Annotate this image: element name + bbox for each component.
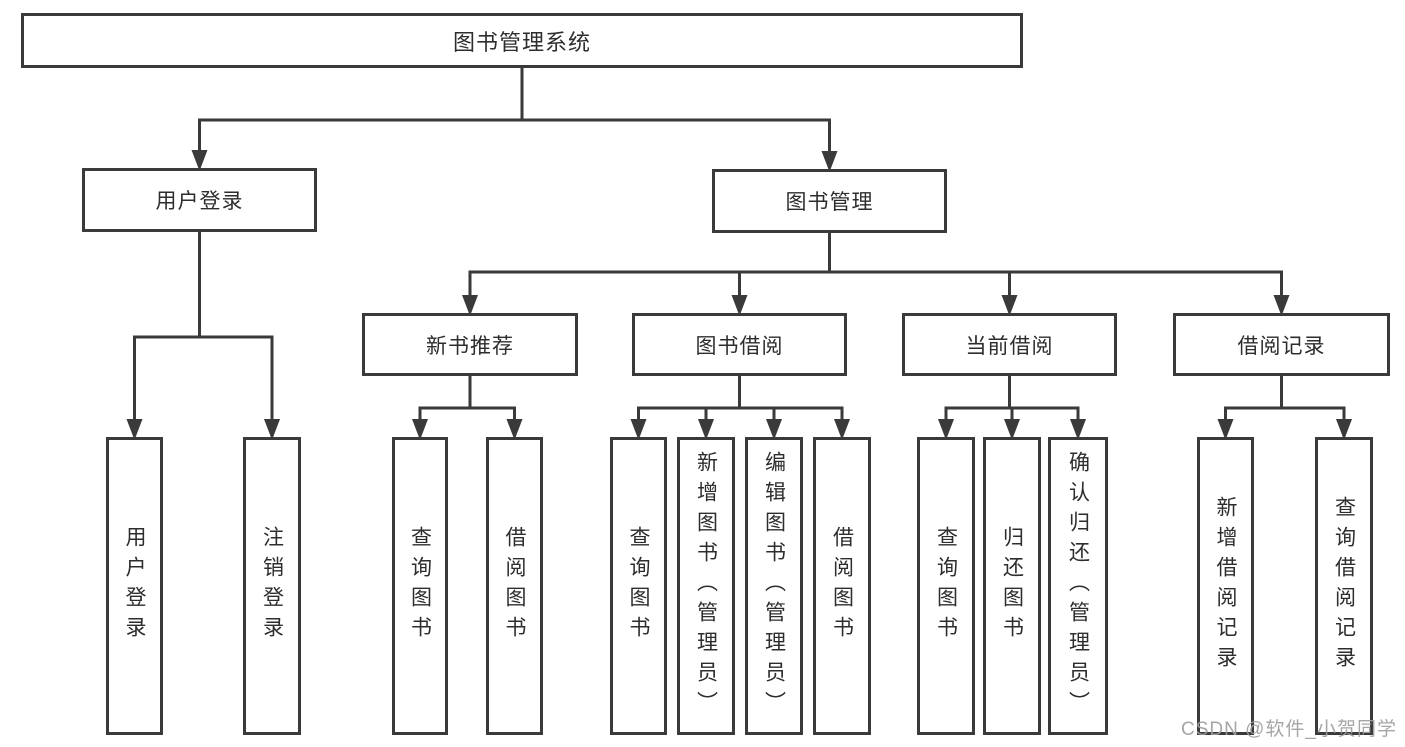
arrowhead-icon [126,419,143,440]
node-do-user-login: 用户登录 [106,437,163,735]
node-user-login: 用户登录 [82,168,317,232]
arrowhead-icon [834,419,850,440]
node-logout: 注销登录 [243,437,301,735]
node-new-book-recommend: 新书推荐 [362,313,578,376]
arrowhead-icon [1070,419,1086,440]
arrowhead-icon [698,419,714,440]
arrowhead-icon [630,419,647,440]
arrowhead-icon [938,419,954,440]
node-current-borrowing: 当前借阅 [902,313,1117,376]
node-query-books-current: 查询图书 [917,437,975,735]
node-root: 图书管理系统 [21,13,1023,68]
node-query-books-borrow: 查询图书 [610,437,667,735]
arrowhead-icon [1004,419,1020,440]
node-borrow-books: 借阅图书 [813,437,871,735]
node-add-borrow-record: 新增借阅记录 [1197,437,1254,735]
arrowhead-icon [1001,295,1018,316]
node-query-books-recommend: 查询图书 [392,437,448,735]
node-query-borrow-record: 查询借阅记录 [1315,437,1373,735]
node-add-books-admin: 新增图书（管理员） [677,437,735,735]
arrowhead-icon [462,295,478,316]
node-return-books: 归还图书 [983,437,1041,735]
arrowhead-icon [821,151,838,172]
node-edit-books-admin: 编辑图书（管理员） [745,437,803,735]
arrowhead-icon [1336,419,1352,440]
node-book-borrowing: 图书借阅 [632,313,847,376]
arrowhead-icon [731,295,748,316]
node-borrow-records: 借阅记录 [1173,313,1390,376]
node-confirm-return-admin: 确认归还（管理员） [1048,437,1108,735]
arrowhead-icon [1273,295,1290,316]
node-borrow-books-recommend: 借阅图书 [486,437,543,735]
arrowhead-icon [264,419,280,440]
arrowhead-icon [506,419,523,440]
node-book-management: 图书管理 [712,169,947,233]
arrowhead-icon [412,419,428,440]
arrowhead-icon [191,150,208,171]
arrowhead-icon [766,419,782,440]
arrowhead-icon [1217,419,1234,440]
